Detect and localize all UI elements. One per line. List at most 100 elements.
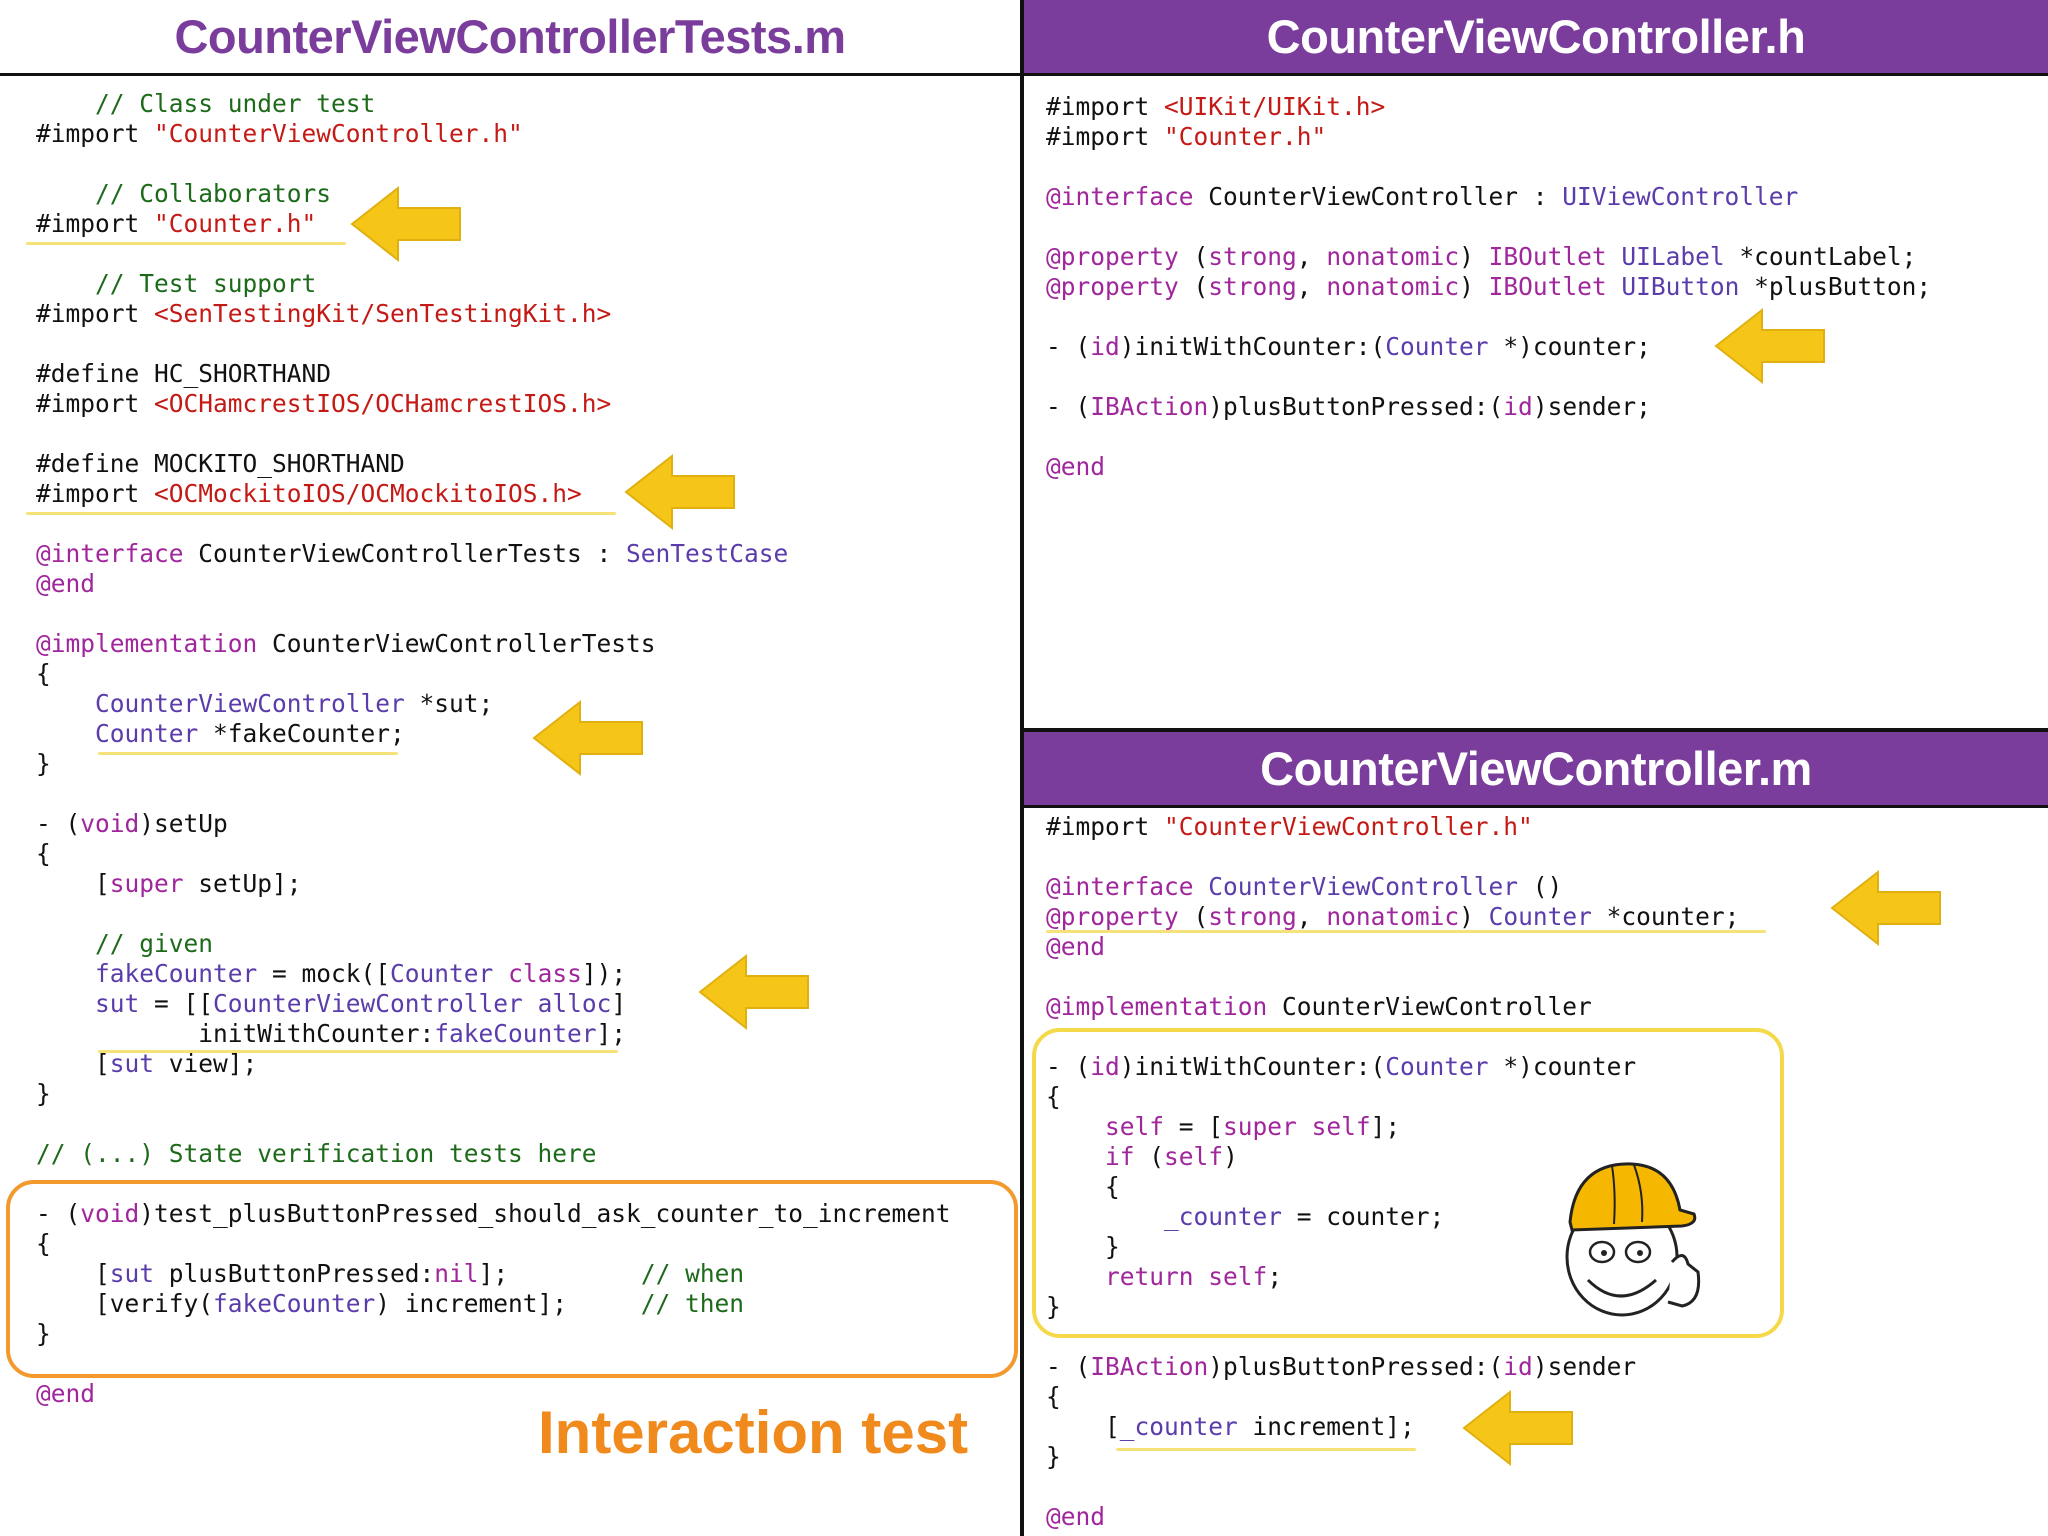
code-token: CounterViewController — [95, 689, 405, 718]
code-token: , — [1296, 902, 1327, 931]
code-token: return — [1105, 1262, 1194, 1291]
code-line — [36, 419, 951, 449]
code-token: @property — [1046, 902, 1179, 931]
code-token: () — [1518, 872, 1563, 901]
code-token: )test_plusButtonPressed_should_ask_count… — [139, 1199, 951, 1228]
yellow-arrow-left-icon — [698, 953, 809, 1031]
code-line: - (void)setUp — [36, 809, 951, 839]
code-token: increment]; — [1237, 1412, 1415, 1441]
code-line: { — [1046, 1382, 1739, 1412]
code-token: )initWithCounter:( — [1119, 1052, 1386, 1081]
code-token: // (...) State verification tests here — [36, 1139, 597, 1168]
right-top-panel: CounterViewController.h #import <UIKit/U… — [1024, 0, 2048, 728]
code-token: { — [1046, 1382, 1061, 1411]
code-line: - (id)initWithCounter:(Counter *)counter — [1046, 1052, 1739, 1082]
code-token: { — [36, 839, 51, 868]
code-token: - ( — [1046, 332, 1091, 361]
code-token: @property — [1046, 242, 1179, 271]
code-line — [36, 599, 951, 629]
code-line: @interface CounterViewControllerTests : … — [36, 539, 951, 569]
code-token: SenTestCase — [626, 539, 789, 568]
code-token: setUp]; — [183, 869, 302, 898]
code-line: if (self) — [1046, 1142, 1739, 1172]
code-line: @implementation CounterViewController — [1046, 992, 1739, 1022]
code-token — [1607, 242, 1622, 271]
code-token: nonatomic — [1326, 902, 1460, 931]
code-token: UIViewController — [1562, 182, 1799, 211]
code-token: "CounterViewController.h" — [154, 119, 523, 148]
code-token: // Class under test — [95, 89, 376, 118]
code-token: IBOutlet — [1488, 242, 1607, 271]
code-token: self — [1208, 1262, 1268, 1291]
code-line: } — [1046, 1232, 1739, 1262]
code-token: *)counter; — [1488, 332, 1651, 361]
code-token: @end — [36, 1379, 96, 1408]
code-line: [sut plusButtonPressed:nil]; // when — [36, 1259, 951, 1289]
code-token: { — [36, 659, 51, 688]
code-line: #import <UIKit/UIKit.h> — [1046, 92, 1931, 122]
code-line: { — [1046, 1172, 1739, 1202]
code-token: strong — [1208, 242, 1297, 271]
code-line: #import "Counter.h" — [36, 209, 951, 239]
code-token: } — [36, 1319, 51, 1348]
code-token: )setUp — [139, 809, 228, 838]
code-token: "Counter.h" — [1164, 122, 1327, 151]
code-line: { — [36, 659, 951, 689]
code-token: IBAction — [1090, 1352, 1209, 1381]
code-line: self = [super self]; — [1046, 1112, 1739, 1142]
code-line: initWithCounter:fakeCounter]; — [36, 1019, 951, 1049]
code-token: #import — [36, 299, 155, 328]
code-line — [36, 149, 951, 179]
code-token: ) — [1223, 1142, 1238, 1171]
vertical-divider — [1020, 0, 1024, 1536]
code-token: ) increment]; — [375, 1289, 641, 1318]
code-token: @end — [1046, 1502, 1106, 1531]
code-token: ]; — [478, 1259, 641, 1288]
code-line: @property (strong, nonatomic) Counter *c… — [1046, 902, 1739, 932]
construction-helmet-thumbs-up-icon — [1565, 1162, 1701, 1317]
code-token: #import — [36, 119, 155, 148]
code-token: void — [80, 809, 140, 838]
code-token: , — [1296, 272, 1327, 301]
code-token: } — [36, 1079, 51, 1108]
code-token: )plusButtonPressed:( — [1208, 392, 1504, 421]
code-token: self — [1105, 1112, 1165, 1141]
code-line: #import <OCHamcrestIOS/OCHamcrestIOS.h> — [36, 389, 951, 419]
code-token: } — [1046, 1442, 1061, 1471]
code-token: - ( — [36, 809, 81, 838]
code-token: Counter — [390, 959, 494, 988]
code-token: , — [1296, 242, 1327, 271]
code-token: void — [80, 1199, 140, 1228]
code-token: "CounterViewController.h" — [1164, 812, 1533, 841]
code-token: self — [1164, 1142, 1224, 1171]
code-token: _counter — [1119, 1412, 1238, 1441]
code-line: fakeCounter = mock([Counter class]); — [36, 959, 951, 989]
code-line: [super setUp]; — [36, 869, 951, 899]
code-token: strong — [1208, 902, 1297, 931]
code-line: // Collaborators — [36, 179, 951, 209]
code-token: fakeCounter — [434, 1019, 597, 1048]
code-line: @property (strong, nonatomic) IBOutlet U… — [1046, 272, 1931, 302]
code-line: #import "CounterViewController.h" — [36, 119, 951, 149]
right-bottom-panel: CounterViewController.m #import "Counter… — [1024, 732, 2048, 1536]
code-token: = [ — [1164, 1112, 1224, 1141]
highlight-underline — [98, 1050, 618, 1053]
code-token: CounterViewControllerTests — [257, 629, 656, 658]
code-token: // when — [640, 1259, 745, 1288]
code-line: @implementation CounterViewControllerTes… — [36, 629, 951, 659]
code-token: _counter — [1164, 1202, 1283, 1231]
header-file-title: CounterViewController.h — [1024, 0, 2048, 76]
code-token: @end — [36, 569, 96, 598]
code-token: class — [508, 959, 582, 988]
code-line: } — [1046, 1442, 1739, 1472]
code-line: { — [1046, 1082, 1739, 1112]
code-token: <OCHamcrestIOS/OCHamcrestIOS.h> — [154, 389, 612, 418]
code-token: *)counter — [1488, 1052, 1637, 1081]
code-token — [36, 959, 95, 988]
code-token — [493, 959, 508, 988]
code-token: Counter — [1488, 902, 1592, 931]
code-token: @implementation — [36, 629, 258, 658]
code-token: *plusButton; — [1739, 272, 1932, 301]
code-token: - ( — [1046, 392, 1091, 421]
code-line: } — [36, 1319, 951, 1349]
